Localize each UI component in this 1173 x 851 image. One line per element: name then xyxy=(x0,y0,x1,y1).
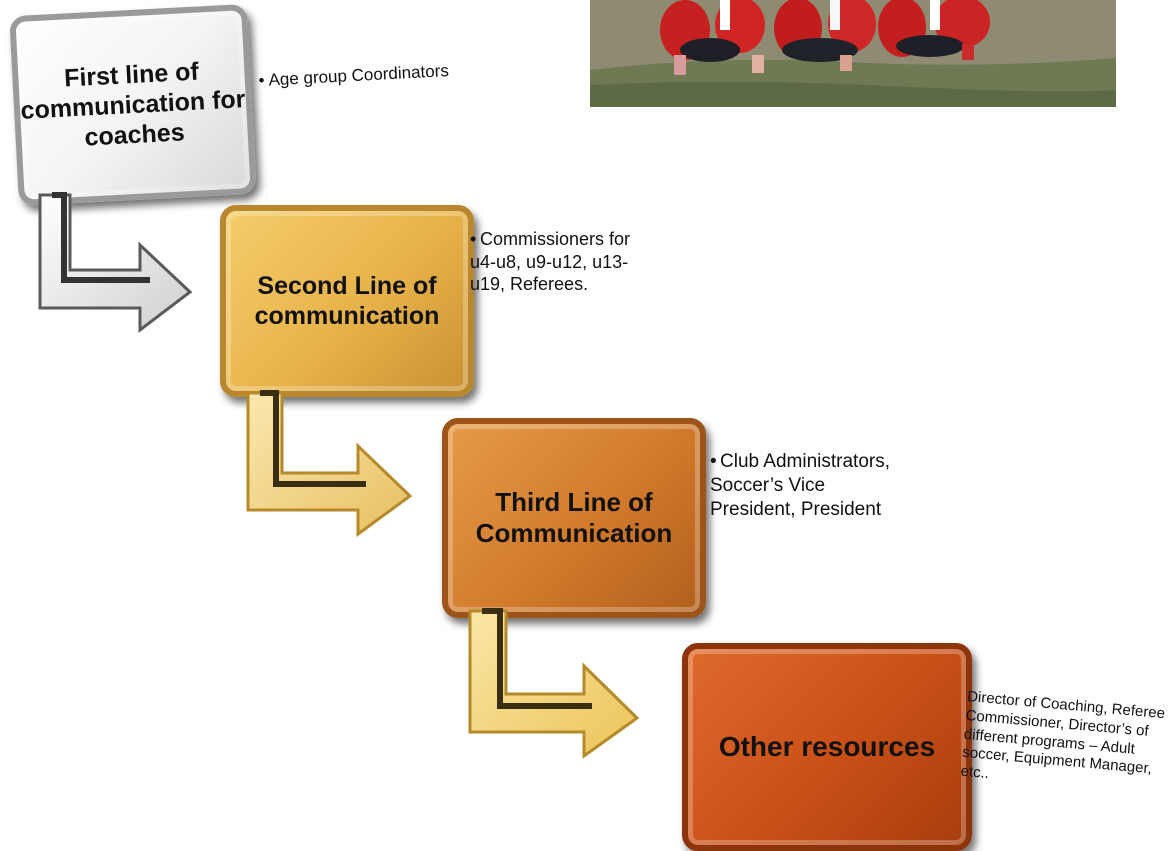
level-4-label: Other resources xyxy=(718,731,936,763)
level-2-note: •Commissioners for u4-u8, u9-u12, u13-u1… xyxy=(470,228,640,296)
arrow-2-icon xyxy=(246,390,413,537)
level-4-note: Director of Coaching, Referee Commission… xyxy=(960,688,1172,799)
bullet-icon: • xyxy=(710,451,717,472)
level-3-note: •Club Administrators, Soccer’s Vice Pres… xyxy=(710,450,900,521)
arrow-3-icon xyxy=(468,608,640,759)
level-3-note-text: Club Administrators, Soccer’s Vice Presi… xyxy=(710,451,891,520)
level-1-label: First line of communication for coaches xyxy=(19,57,247,152)
level-3-label: Third Line of Communication xyxy=(475,486,673,548)
level-4-note-text: Director of Coaching, Referee Commission… xyxy=(959,688,1166,783)
bullet-icon: • xyxy=(470,229,477,249)
level-1-note-text: Age group Coordinators xyxy=(268,61,450,90)
team-photo xyxy=(590,0,1116,107)
level-1-box: First line of communication for coaches xyxy=(9,3,257,207)
level-2-box: Second Line of communication xyxy=(220,205,474,397)
level-2-note-text: Commissioners for u4-u8, u9-u12, u13-u19… xyxy=(470,229,631,294)
level-4-box: Other resources xyxy=(682,643,972,851)
level-3-box: Third Line of Communication xyxy=(442,418,706,618)
level-1-note: •Age group Coordinators xyxy=(258,60,449,91)
arrow-1-icon xyxy=(38,192,193,334)
level-2-label: Second Line of communication xyxy=(254,272,440,330)
